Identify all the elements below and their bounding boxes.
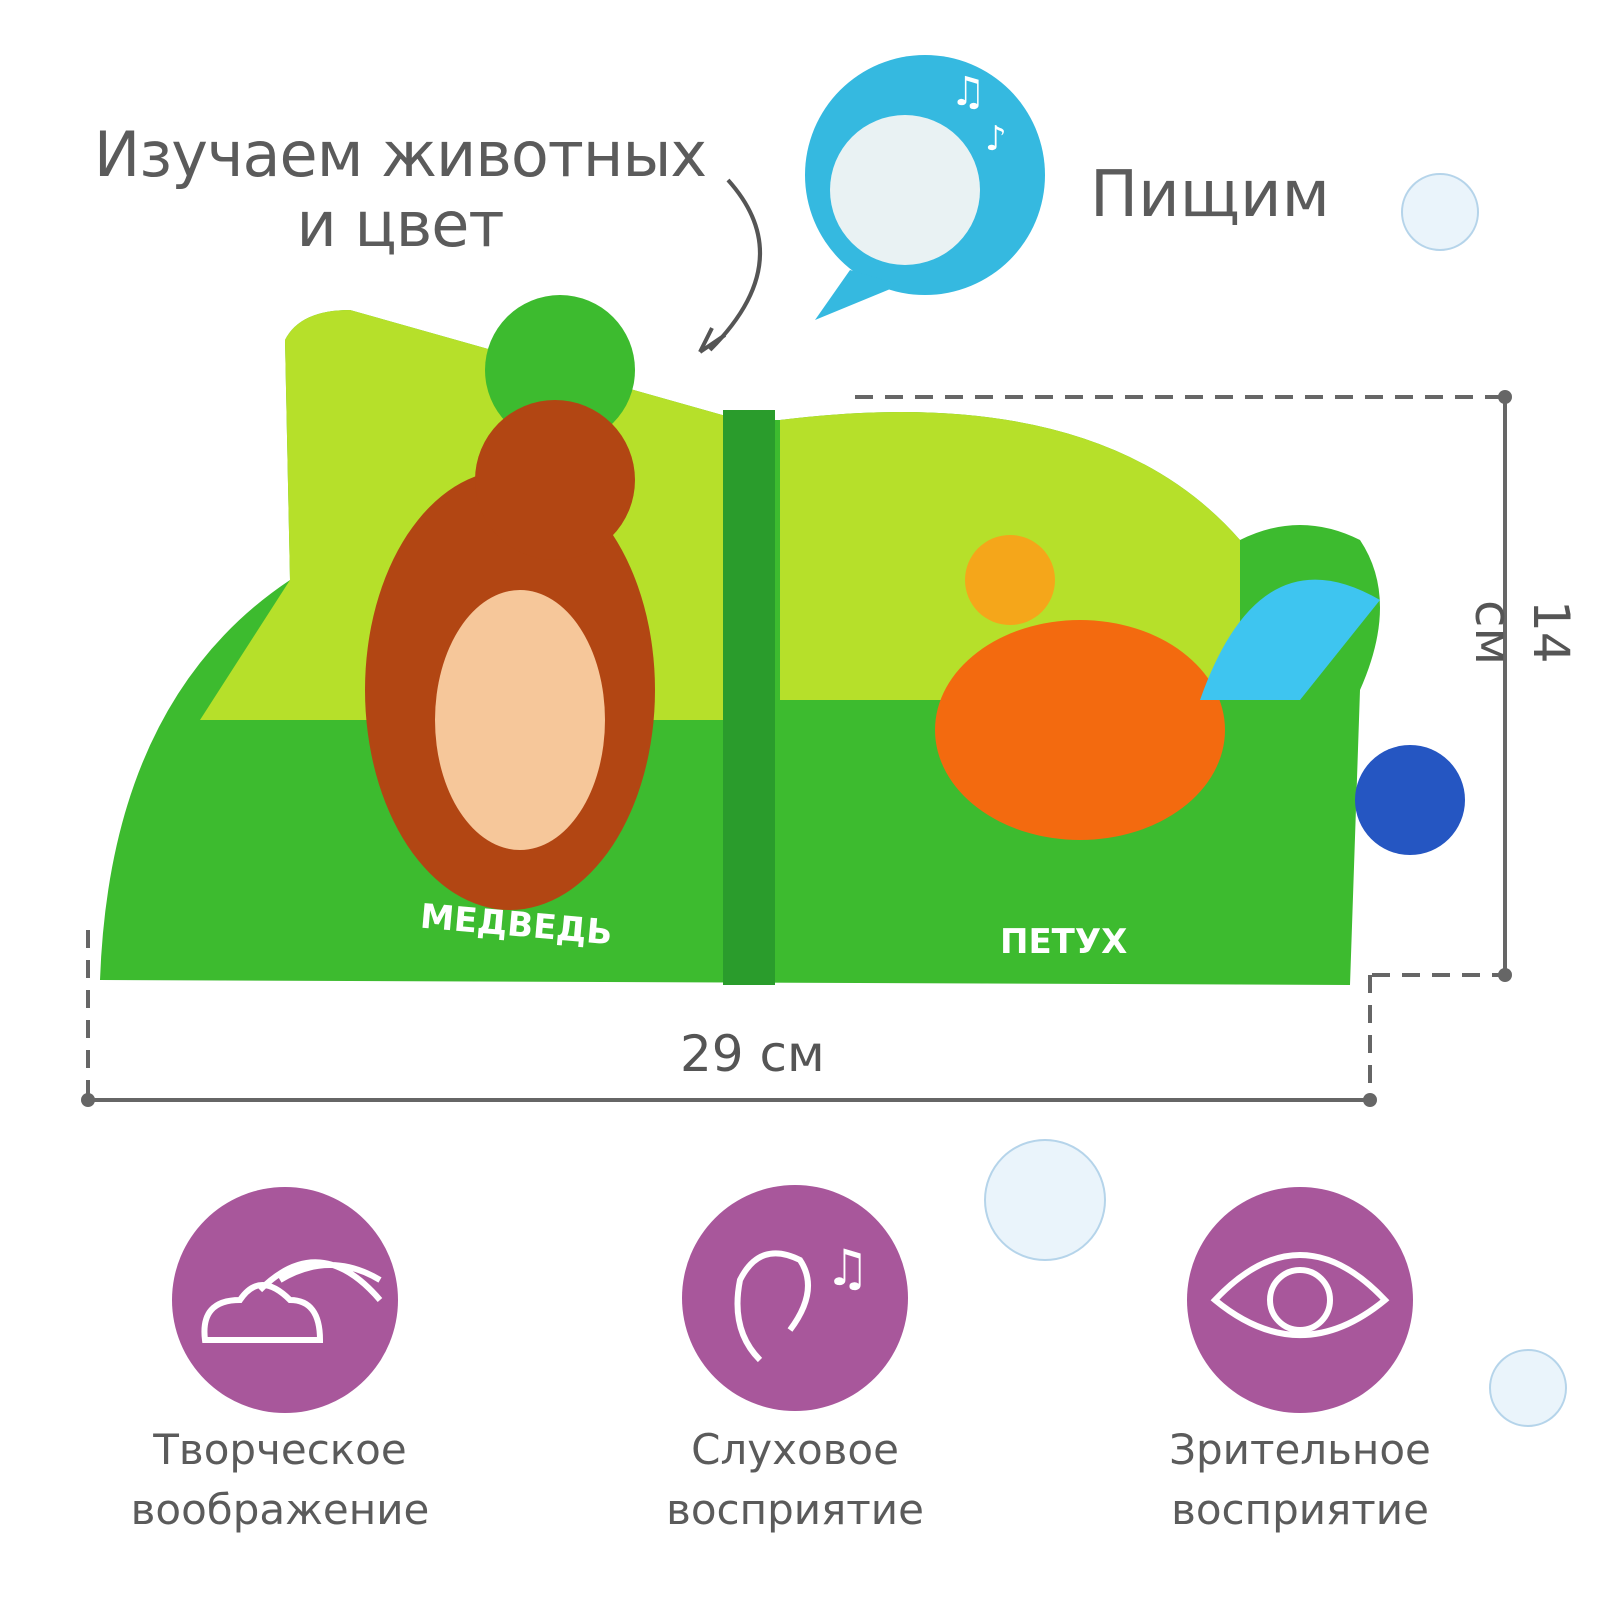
svg-text:♫: ♫ bbox=[825, 1239, 870, 1297]
arrow-icon bbox=[708, 178, 762, 352]
headline-line2: и цвет bbox=[296, 188, 504, 261]
shooting-star-cloud-icon bbox=[172, 1187, 398, 1413]
bath-book bbox=[100, 295, 1465, 985]
feature-line1: Слуховое bbox=[691, 1425, 899, 1474]
feature-line1: Зрительное bbox=[1169, 1425, 1431, 1474]
eye-icon bbox=[1187, 1187, 1413, 1413]
headline: Изучаем животных и цвет bbox=[80, 120, 720, 260]
feature-line1: Творческое bbox=[153, 1425, 407, 1474]
feature-line2: восприятие bbox=[666, 1485, 924, 1534]
svg-text:♫: ♫ bbox=[950, 69, 986, 115]
feature-hearing: Слуховое восприятие bbox=[615, 1420, 975, 1540]
right-page-label: ПЕТУХ bbox=[1000, 922, 1128, 962]
feature-vision: Зрительное восприятие bbox=[1120, 1420, 1480, 1540]
feature-line2: восприятие bbox=[1171, 1485, 1429, 1534]
feature-creative: Творческое воображение bbox=[100, 1420, 460, 1540]
ear-music-icon bbox=[682, 1185, 908, 1411]
headline-line1: Изучаем животных bbox=[93, 118, 707, 191]
height-dimension: 14 см bbox=[1464, 600, 1580, 666]
feature-line2: воображение bbox=[130, 1485, 430, 1534]
svg-text:♪: ♪ bbox=[985, 119, 1007, 159]
bubble-icon bbox=[984, 173, 1567, 1427]
squeak-label: Пищим bbox=[1090, 158, 1330, 232]
width-dimension: 29 см bbox=[680, 1025, 825, 1083]
speech-bubble-icon: ♫ ♪ bbox=[805, 55, 1045, 320]
